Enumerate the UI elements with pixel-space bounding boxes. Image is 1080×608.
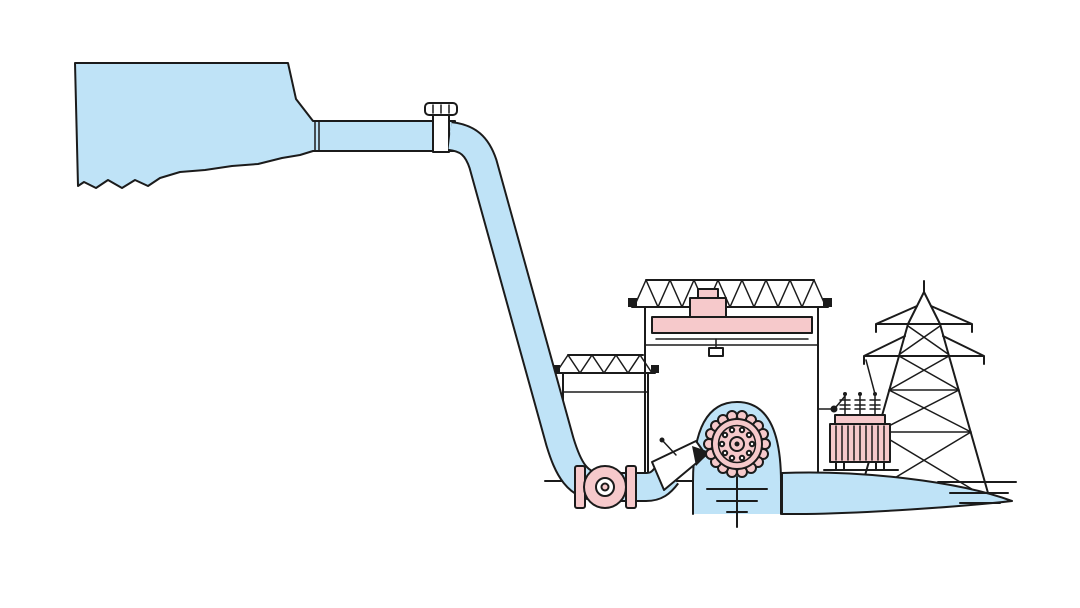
intake-gate	[314, 121, 320, 151]
water-surface-lines	[937, 481, 1017, 504]
crane-hook-block	[708, 347, 724, 357]
transformer-fins	[835, 425, 885, 461]
transformer	[823, 392, 899, 471]
overhead-crane	[645, 316, 818, 357]
roof-truss	[628, 279, 832, 308]
pelton-rivets	[718, 426, 756, 462]
transformer-bushings	[839, 392, 881, 416]
tower-crossarm-lower	[863, 335, 985, 365]
tower-crossarm-upper	[875, 305, 973, 333]
tailwater-datum	[706, 476, 768, 528]
intake-valve	[424, 102, 458, 153]
valve-house-roof-truss	[552, 354, 659, 374]
nozzle-tip	[692, 446, 710, 466]
pelton-wheel	[703, 410, 771, 478]
nozzle-lever	[661, 439, 677, 456]
powerhouse	[628, 279, 832, 482]
valve-house	[552, 354, 659, 482]
crane-hoist	[689, 288, 727, 318]
crane-beam	[651, 316, 813, 334]
inlet-valve	[574, 465, 637, 509]
power-lines	[817, 359, 876, 413]
reservoir	[74, 62, 456, 189]
tailrace	[781, 471, 1013, 515]
